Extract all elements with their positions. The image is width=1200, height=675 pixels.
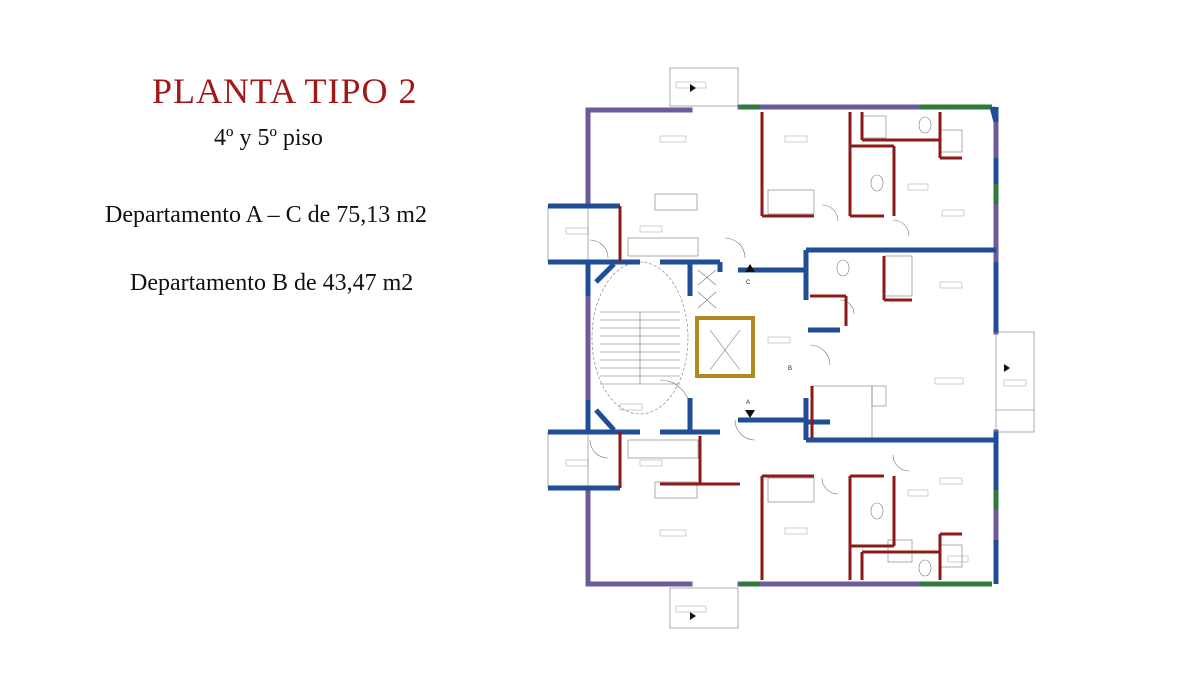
stair-treads xyxy=(600,311,680,385)
page-subtitle: 4º y 5º piso xyxy=(214,125,323,151)
plan-detail-lines xyxy=(547,67,1035,629)
svg-text:B: B xyxy=(788,366,792,372)
structural-walls xyxy=(548,106,999,584)
direction-markers xyxy=(690,84,1010,620)
svg-text:C: C xyxy=(746,280,751,286)
unit-b-area: Departamento B de 43,47 m2 xyxy=(130,270,414,296)
unit-a-c-area: Departamento A – C de 75,13 m2 xyxy=(105,202,427,228)
svg-text:A: A xyxy=(746,400,750,406)
facade-walls xyxy=(585,104,999,587)
page-title: PLANTA TIPO 2 xyxy=(152,71,418,111)
marker-labels: C B A xyxy=(746,280,792,406)
elevator-core xyxy=(695,316,755,378)
room-label-boxes xyxy=(565,81,1027,613)
partition-walls xyxy=(618,112,962,580)
window-walls xyxy=(740,104,999,587)
